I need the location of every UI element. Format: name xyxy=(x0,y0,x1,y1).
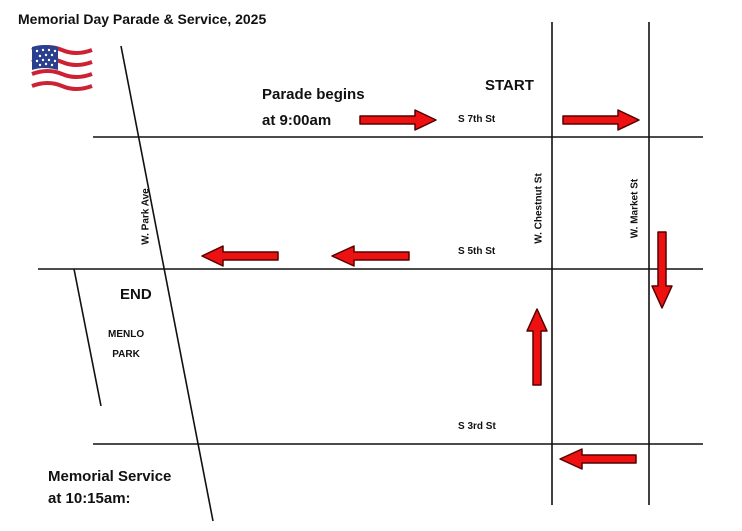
start-label: START xyxy=(485,77,534,94)
us-flag-icon xyxy=(31,45,93,91)
street-label-s5th: S 5th St xyxy=(458,246,496,257)
street-label-park: W. Park Ave xyxy=(140,188,152,245)
route-arrow-icon xyxy=(201,245,279,267)
parade-start-line2: at 9:00am xyxy=(262,112,332,129)
memorial-service-note: Memorial Service at 10:15am: xyxy=(48,466,171,510)
menlo-park-label: MENLO PARK xyxy=(108,325,144,365)
road-menlo-edge xyxy=(73,268,102,407)
service-line2: at 10:15am: xyxy=(48,490,131,507)
service-line1: Memorial Service xyxy=(48,468,172,485)
street-label-chestnut: W. Chestnut St xyxy=(533,173,545,244)
route-arrow-icon xyxy=(526,308,548,386)
route-arrow-icon xyxy=(331,245,410,267)
route-arrow-icon xyxy=(651,231,673,309)
route-arrow-icon xyxy=(359,109,437,131)
route-arrow-icon xyxy=(559,448,637,470)
map-title: Memorial Day Parade & Service, 2025 xyxy=(18,11,267,27)
area-label-line1: MENLO xyxy=(108,329,145,340)
parade-start-line1: Parade begins xyxy=(262,86,365,103)
area-label-line2: PARK xyxy=(112,349,140,360)
route-arrow-icon xyxy=(562,109,640,131)
parade-start-note: Parade begins at 9:00am xyxy=(262,82,365,134)
road-w-park-ave xyxy=(120,45,214,522)
street-label-market: W. Market St xyxy=(629,178,641,239)
end-label: END xyxy=(120,286,152,303)
street-label-s3rd: S 3rd St xyxy=(458,421,496,432)
street-label-s7th: S 7th St xyxy=(458,114,496,125)
